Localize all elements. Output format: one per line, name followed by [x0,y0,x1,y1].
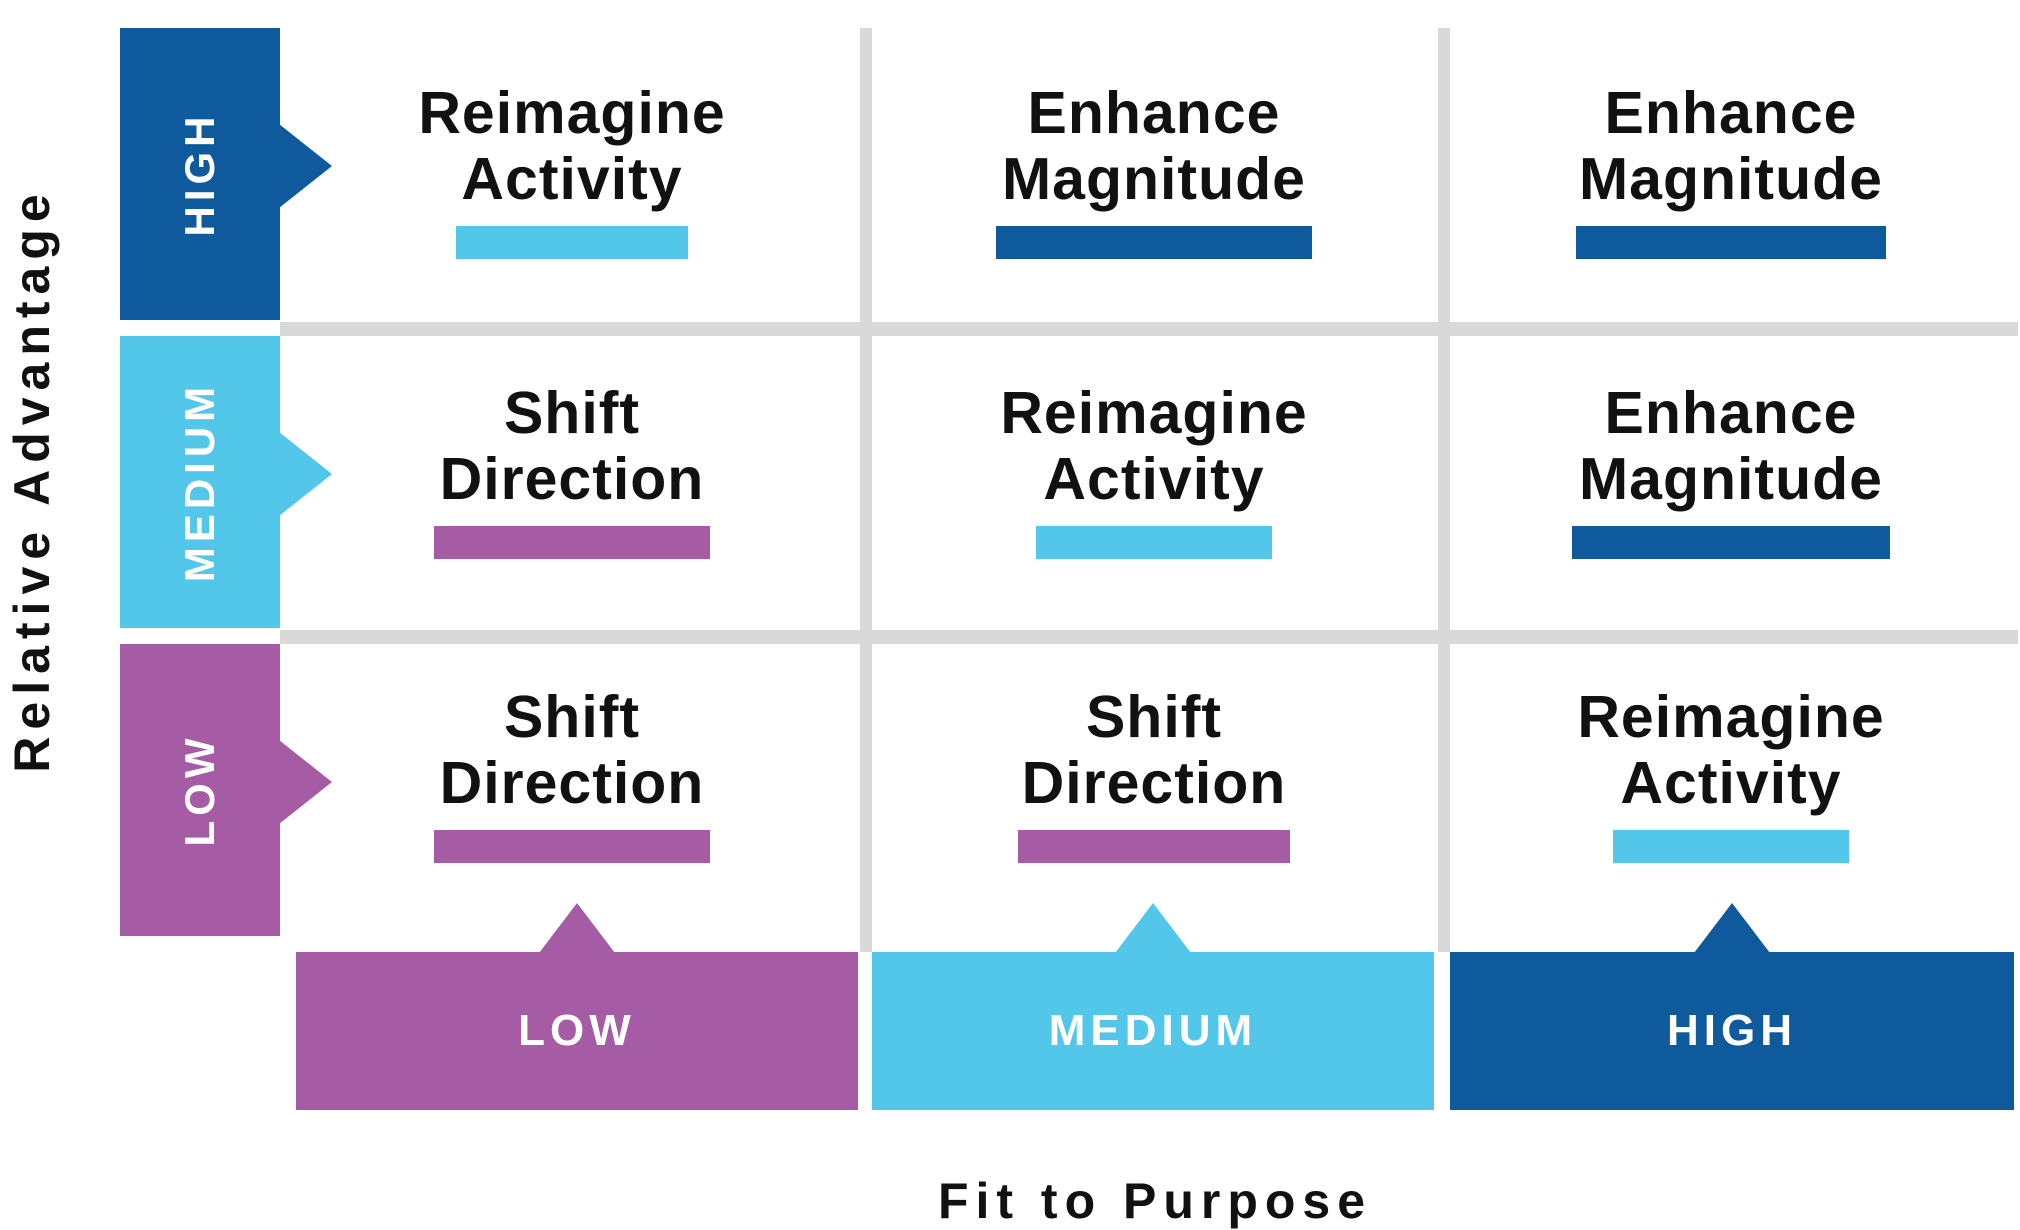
col-tab-label: HIGH [1667,1006,1797,1055]
cell-color-bar [1018,830,1290,863]
cell-color-bar [456,226,688,259]
cell-title: Reimagine Activity [418,80,725,212]
col-tab-label: LOW [518,1006,636,1055]
col-tab-arrow [1694,903,1770,953]
row-tab-label: MEDIUM [176,381,223,583]
cell-title-line2: Magnitude [1579,446,1883,512]
grid-line-horizontal-2 [280,630,2018,644]
cell-title-line2: Activity [1620,750,1842,816]
cell-title-line1: Shift [503,684,641,750]
cell-title-line2: Activity [1043,446,1265,512]
grid-line-vertical-2 [1438,28,1450,952]
cell-medium-low: Shift Direction [284,328,860,628]
col-tab-arrow [539,903,615,953]
col-tab-arrow [1115,903,1191,953]
cell-title: Enhance Magnitude [1579,380,1883,512]
cell-title: Reimagine Activity [1000,380,1307,512]
cell-color-bar [1036,526,1272,559]
cell-title-line1: Reimagine [418,80,726,146]
cell-title-line2: Direction [1021,750,1287,816]
row-tab-arrow [279,124,332,208]
cell-low-high: Reimagine Activity [1443,632,2019,932]
cell-title-line2: Magnitude [1579,146,1883,212]
cell-title-line1: Enhance [1027,80,1281,146]
cell-medium-medium: Reimagine Activity [866,328,1442,628]
cell-title: Enhance Magnitude [1002,80,1306,212]
cell-color-bar [996,226,1312,259]
cell-title-line2: Activity [461,146,683,212]
row-tab-low: LOW [120,644,332,936]
cell-color-bar [1613,830,1849,863]
row-tab-label: LOW [176,733,223,847]
cell-high-low: Reimagine Activity [284,28,860,328]
row-tab-high: HIGH [120,28,332,320]
cell-low-medium: Shift Direction [866,632,1442,932]
cell-title: Enhance Magnitude [1579,80,1883,212]
cell-medium-high: Enhance Magnitude [1443,328,2019,628]
cell-title-line1: Reimagine [1000,380,1308,446]
cell-color-bar [434,830,710,863]
cell-title-line1: Shift [503,380,641,446]
cell-title-line1: Reimagine [1577,684,1885,750]
cell-title-line1: Enhance [1604,380,1858,446]
cell-title: Reimagine Activity [1577,684,1884,816]
cell-high-medium: Enhance Magnitude [866,28,1442,328]
cell-title: Shift Direction [440,380,705,512]
col-tab-high: HIGH [1450,903,2014,1110]
cell-title-line2: Direction [439,750,705,816]
cell-color-bar [1576,226,1886,259]
col-tab-low: LOW [296,903,858,1110]
cell-low-low: Shift Direction [284,632,860,932]
row-tab-medium: MEDIUM [120,336,332,628]
cell-title-line1: Enhance [1604,80,1858,146]
cell-title-line2: Magnitude [1002,146,1306,212]
row-tab-arrow [279,740,332,824]
cell-title: Shift Direction [1022,684,1287,816]
grid-line-horizontal-1 [280,322,2018,336]
cell-title: Shift Direction [440,684,705,816]
x-axis-title: Fit to Purpose [937,1173,1373,1229]
col-tab-medium: MEDIUM [872,903,1434,1110]
cell-title-line1: Shift [1085,684,1223,750]
grid-line-vertical-1 [860,28,872,952]
row-tab-arrow [279,432,332,516]
y-axis-title: Relative Advantage [4,187,60,773]
cell-color-bar [434,526,710,559]
cell-title-line2: Direction [439,446,705,512]
row-tab-label: HIGH [176,111,223,237]
col-tab-label: MEDIUM [1048,1006,1258,1055]
cell-high-high: Enhance Magnitude [1443,28,2019,328]
cell-color-bar [1572,526,1890,559]
